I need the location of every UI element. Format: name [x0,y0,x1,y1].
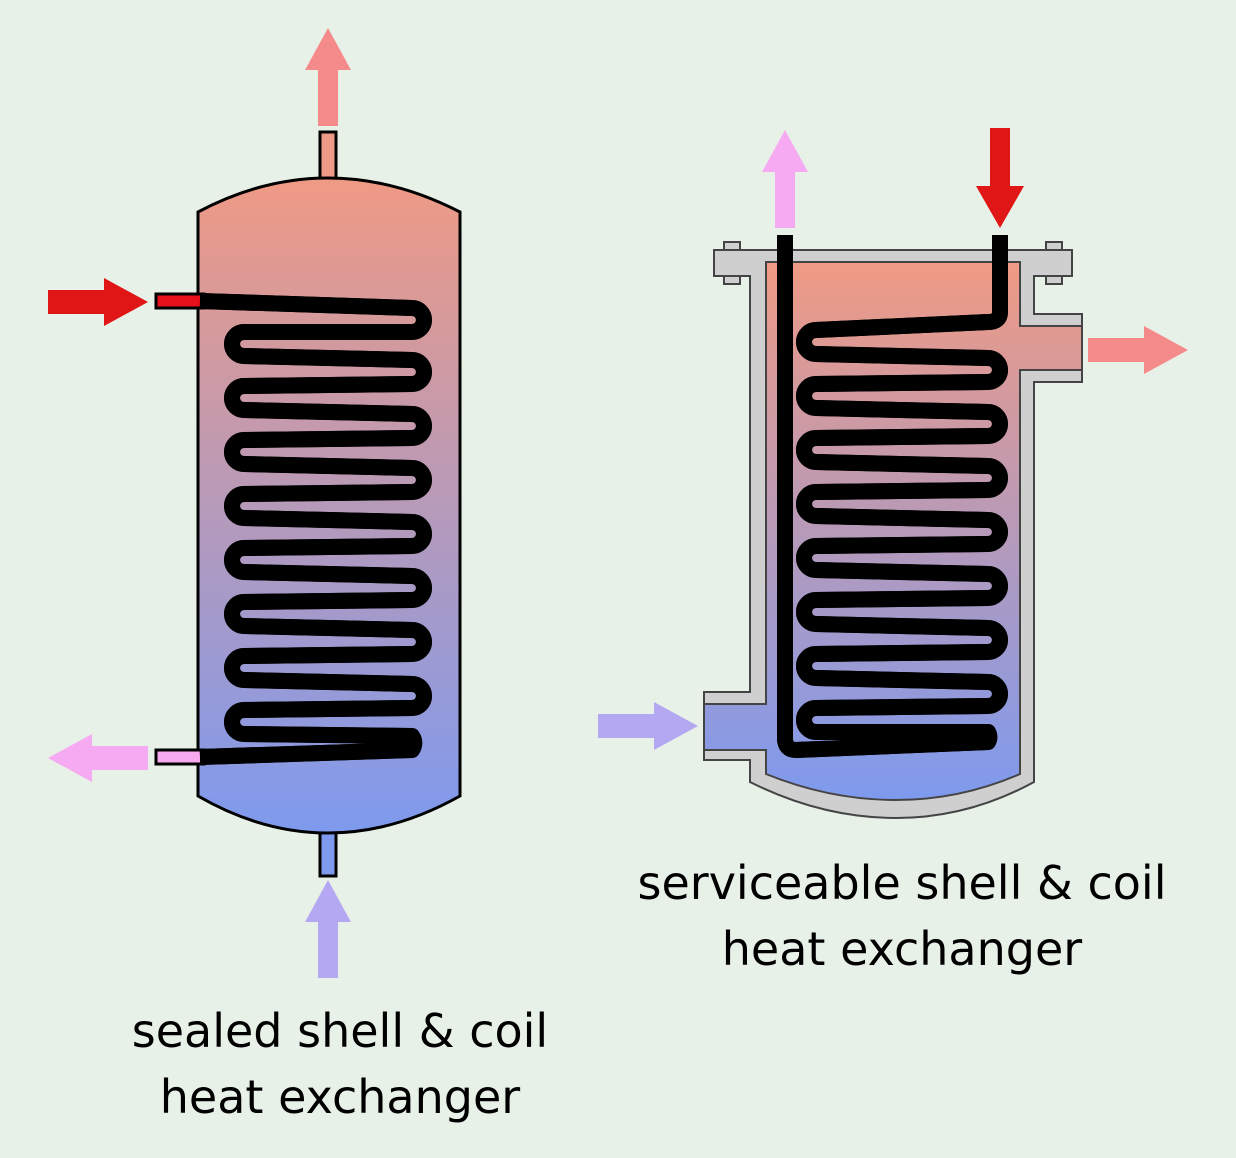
caption-line: heat exchanger [159,1070,521,1124]
caption-line: sealed shell & coil [131,1004,549,1058]
sealed-heat-exchanger [48,28,462,978]
hot-fluid-in-arrow [976,128,1024,228]
sealed-shell [196,176,462,835]
hot-fluid-in-arrow [48,278,148,326]
caption-line: serviceable shell & coil [637,856,1167,910]
flange-bolt-right [1045,241,1063,285]
cold-outlet-tube [154,748,206,766]
cold-fluid-out-arrow [48,734,148,782]
shell-fluid-in-arrow [305,880,351,978]
shell-fluid-out-arrow [305,28,351,126]
cold-fluid-out-arrow [762,130,808,228]
shell-fluid-in-arrow [598,702,698,750]
hot-inlet-tube [154,292,206,310]
shell-fluid-out-arrow [1088,326,1188,374]
caption-line: heat exchanger [721,922,1083,976]
serviceable-caption: serviceable shell & coil heat exchanger [602,850,1202,982]
serviceable-heat-exchanger [598,128,1188,820]
sealed-caption: sealed shell & coil heat exchanger [90,998,590,1130]
top-nozzle [318,130,338,182]
flange-bolt-left [723,241,741,285]
